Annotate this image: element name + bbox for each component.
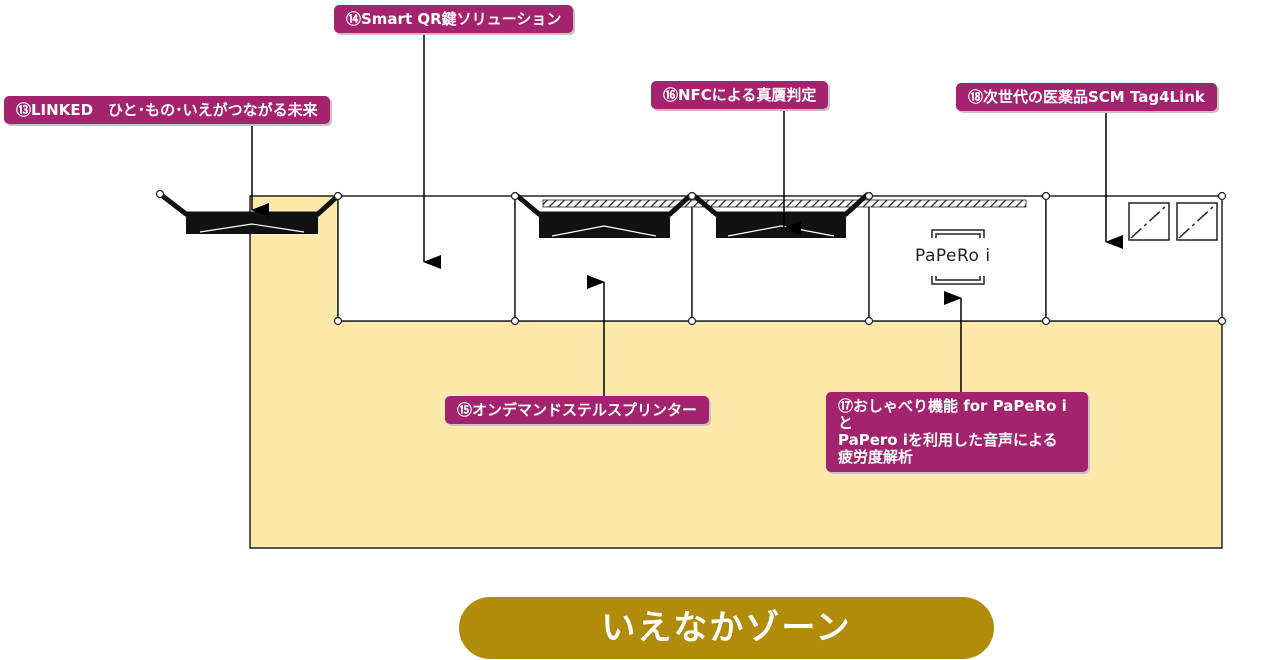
papero-device-frame <box>931 229 985 285</box>
display-panels <box>1128 202 1218 241</box>
zone-banner: いえなかゾーン <box>459 597 994 659</box>
pointer-arrows <box>251 34 1123 396</box>
table-15 <box>513 192 694 238</box>
label-pharma: ⑱次世代の医薬品SCM Tag4Link <box>956 83 1217 111</box>
label-papero-line-2: PaPero iを利用した音声による <box>838 431 1058 449</box>
label-papero: ⑰おしゃべり機能 for PaPeRo iと PaPero iを利用した音声によ… <box>826 392 1088 472</box>
label-papero-line-1: ⑰おしゃべり機能 for PaPeRo iと <box>838 397 1067 432</box>
papero-device-label: PaPeRo i <box>915 246 991 266</box>
label-nfc: ⑯NFCによる真贋判定 <box>651 81 829 109</box>
label-linked: ⑬LINKED ひと･もの･いえがつながる未来 <box>4 96 330 124</box>
label-papero-line-3: 疲労度解析 <box>838 448 914 466</box>
label-smart-qr: ⑭Smart QR鍵ソリューション <box>334 5 574 33</box>
table-16 <box>690 192 870 238</box>
corner-nodes <box>155 189 1227 326</box>
label-printer: ⑮オンデマンドステルスプリンター <box>445 396 710 424</box>
booth-14 <box>337 195 516 322</box>
